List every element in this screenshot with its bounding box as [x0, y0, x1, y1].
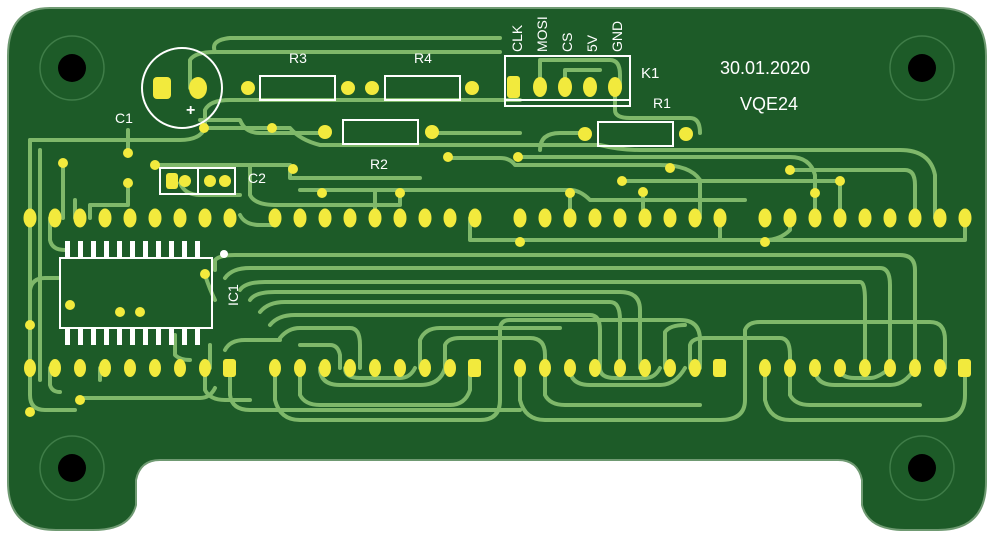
- date-label: 30.01.2020: [720, 58, 810, 78]
- ic1-outline: [59, 257, 213, 329]
- c1-outline: [141, 47, 223, 129]
- board-name-label: VQE24: [740, 94, 798, 114]
- r4-label: R4: [414, 50, 432, 66]
- ic1-pins: [65, 241, 200, 345]
- r3-outline: [259, 75, 336, 101]
- r2-label: R2: [370, 156, 388, 172]
- ic1-label: IC1: [225, 284, 241, 306]
- c1-label: C1: [115, 110, 133, 126]
- r1-label: R1: [653, 95, 671, 111]
- pad-row-bottom: [24, 359, 971, 377]
- component-pads: [25, 76, 845, 417]
- r4-outline: [384, 75, 461, 101]
- r1-outline: [597, 121, 674, 147]
- k1-outline: [504, 55, 631, 107]
- silkscreen-outlines: [59, 47, 674, 329]
- r2-outline: [342, 119, 419, 145]
- r3-label: R3: [289, 50, 307, 66]
- ic1-pin1-marker: [220, 250, 228, 258]
- k1-pin-label-mosi: MOSI: [534, 16, 550, 52]
- c1-polarity-label: +: [186, 102, 195, 119]
- pad-row-top: [23, 208, 972, 228]
- k1-pin-label-clk: CLK: [509, 24, 525, 52]
- k1-label: K1: [641, 65, 659, 82]
- k1-pin-label-cs: CS: [559, 33, 575, 52]
- c2-label: C2: [248, 170, 266, 186]
- k1-pin-label-gnd: GND: [609, 21, 625, 52]
- mounting-holes: [39, 35, 955, 501]
- k1-pin-label-5v: 5V: [584, 34, 600, 52]
